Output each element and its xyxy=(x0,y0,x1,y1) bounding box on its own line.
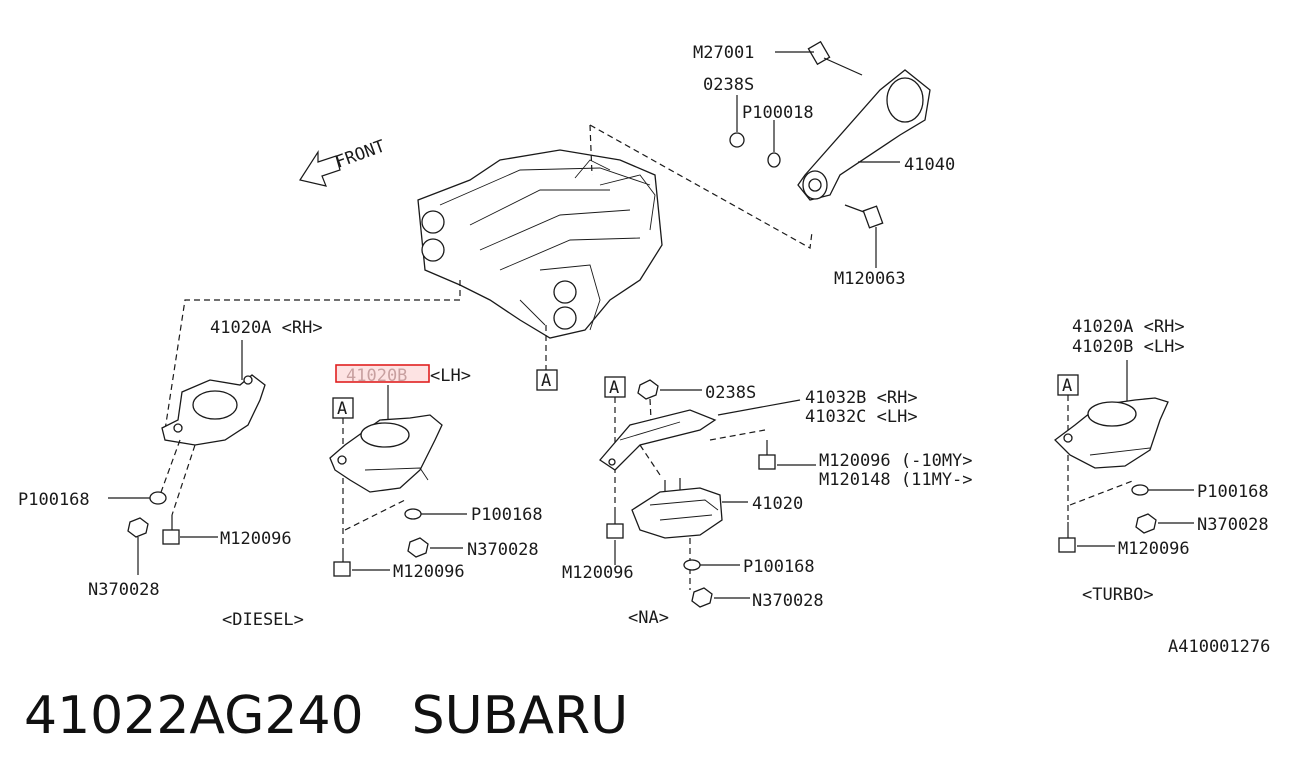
nut-n370028-left xyxy=(127,517,149,538)
bolt-m120096-left xyxy=(162,515,180,545)
nut-n370028-turbo xyxy=(1135,513,1157,534)
label-m120096-diesel: M120096 xyxy=(393,562,465,582)
ref-box-a-turbo-letter: A xyxy=(1062,376,1072,396)
ref-box-a-na-letter: A xyxy=(609,378,619,398)
ref-box-a-engine-letter: A xyxy=(541,371,551,391)
bolt-m27001 xyxy=(807,40,863,76)
label-p100168-na: P100168 xyxy=(743,557,815,577)
label-n370028-na: N370028 xyxy=(752,591,824,611)
nut-n370028-diesel xyxy=(407,537,429,558)
label-m120096-10my: M120096 (-10MY> xyxy=(819,451,973,471)
label-41020b-lh-turbo: 41020B <LH> xyxy=(1072,337,1185,357)
label-lh-suffix: <LH> xyxy=(430,366,471,386)
label-0238s-top: 0238S xyxy=(703,75,754,95)
drawing-id: A410001276 xyxy=(1168,637,1270,657)
highlight-41020b[interactable] xyxy=(335,364,430,383)
engine-mount-lh-diesel xyxy=(329,414,443,493)
nut-n370028-na xyxy=(691,587,713,608)
group-label-na: <NA> xyxy=(628,608,669,628)
label-p100168-diesel: P100168 xyxy=(471,505,543,525)
label-0238s-na: 0238S xyxy=(705,383,756,403)
label-n370028-left: N370028 xyxy=(88,580,160,600)
group-label-diesel: <DIESEL> xyxy=(222,610,304,630)
engine-mount-41020-na xyxy=(631,478,723,539)
torque-rod-41040 xyxy=(797,69,931,201)
caption-part-number: 41022AG240 xyxy=(24,686,364,746)
label-m120096-na: M120096 xyxy=(562,563,634,583)
engine-mount-rh-left xyxy=(161,374,266,446)
ref-box-a-engine xyxy=(536,369,558,391)
label-p100168-left: P100168 xyxy=(18,490,90,510)
washer-p100168-left xyxy=(149,491,167,505)
washer-p100168-na xyxy=(683,559,701,571)
washer-p100168-diesel xyxy=(404,508,422,520)
bolt-m120096-na-right xyxy=(758,440,776,470)
label-n370028-turbo: N370028 xyxy=(1197,515,1269,535)
group-label-turbo: <TURBO> xyxy=(1082,585,1154,605)
label-41040: 41040 xyxy=(904,155,955,175)
label-m27001: M27001 xyxy=(693,43,754,63)
bolt-m120096-turbo xyxy=(1058,522,1076,553)
bracket-41032 xyxy=(599,409,717,471)
label-m120148-11my: M120148 (11MY-> xyxy=(819,470,973,490)
label-m120096-left: M120096 xyxy=(220,529,292,549)
bolt-m120063 xyxy=(844,204,884,229)
label-p100168-turbo: P100168 xyxy=(1197,482,1269,502)
label-n370028-diesel: N370028 xyxy=(467,540,539,560)
engine-mount-turbo xyxy=(1054,397,1169,469)
label-p100018: P100018 xyxy=(742,103,814,123)
bolt-m120096-na xyxy=(606,510,624,539)
front-label: FRONT xyxy=(333,136,388,172)
label-41020a-rh-left: 41020A <RH> xyxy=(210,318,323,338)
caption-brand: SUBARU xyxy=(411,686,629,746)
nut-0238s-top xyxy=(729,132,745,148)
label-41032b-rh: 41032B <RH> xyxy=(805,388,918,408)
label-41020b-highlight[interactable]: 41020B xyxy=(346,366,407,386)
ref-box-a-diesel-letter: A xyxy=(337,399,347,419)
bolt-m120096-diesel xyxy=(333,548,351,577)
front-arrow-icon xyxy=(299,149,341,187)
label-m120096-turbo: M120096 xyxy=(1118,539,1190,559)
label-41020a-rh-turbo: 41020A <RH> xyxy=(1072,317,1185,337)
washer-p100018 xyxy=(767,152,781,168)
washer-p100168-turbo xyxy=(1131,484,1149,496)
part-caption: 41022AG240 SUBARU xyxy=(24,686,628,746)
label-41020-na: 41020 xyxy=(752,494,803,514)
nut-0238s-na xyxy=(637,379,659,400)
label-41032c-lh: 41032C <LH> xyxy=(805,407,918,427)
engine-block-illustration xyxy=(417,149,663,339)
label-m120063: M120063 xyxy=(834,269,906,289)
